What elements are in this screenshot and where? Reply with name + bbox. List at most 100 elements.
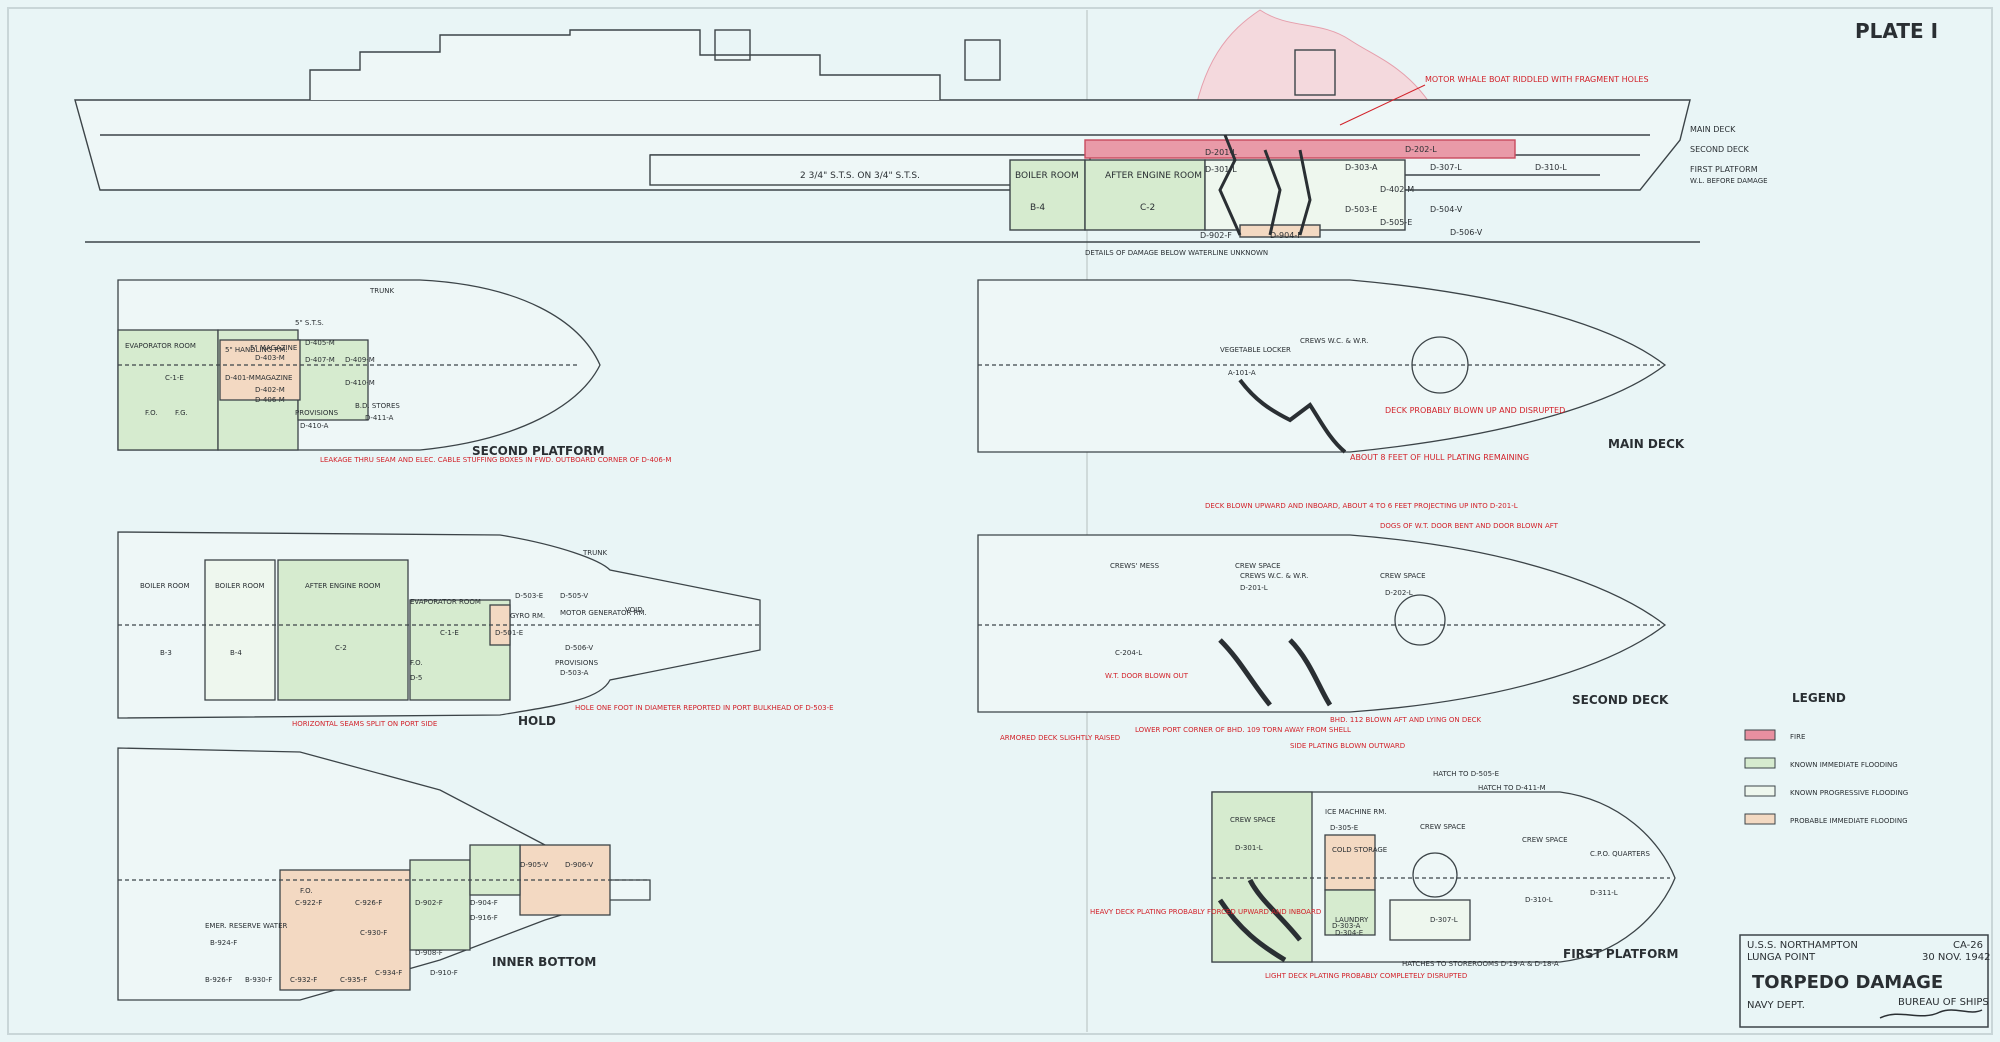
profile-label-d307: D-307-L [1430, 163, 1462, 172]
hold-label-fo: F.O. [410, 659, 423, 667]
fp-zone-cold [1324, 834, 1376, 891]
profile-label-d504: D-504-V [1430, 205, 1463, 214]
first-platform-plan [1211, 791, 1676, 963]
ib-label-c922: C-922-F [295, 899, 322, 907]
ib-label-fo: F.O. [300, 887, 313, 895]
profile-label-d202: D-202-L [1405, 145, 1437, 154]
hold-label-boiler2: BOILER ROOM [215, 582, 265, 590]
sd-label-crew-space: CREW SPACE [1235, 562, 1281, 570]
sd-label-mess: CREWS' MESS [1110, 562, 1160, 570]
sp-label-d401: D-401-M [225, 374, 255, 382]
md-label-a101: A-101-A [1228, 369, 1256, 377]
sd-note-bhd112: BHD. 112 BLOWN AFT AND LYING ON DECK [1330, 716, 1482, 724]
fp-label-d304: D-304-E [1335, 929, 1363, 937]
sp-label-handling: 5" HANDLING RM. [225, 346, 288, 354]
legend: LEGEND FIRE KNOWN IMMEDIATE FLOODING KNO… [1744, 691, 1908, 825]
fp-zone-d307 [1389, 899, 1471, 941]
profile-label-engine: AFTER ENGINE ROOM [1105, 171, 1202, 181]
legend-swatch-probable [1744, 813, 1776, 825]
tb-date: 30 NOV. 1942 [1922, 952, 1990, 963]
hold-label-c1e: C-1-E [440, 629, 459, 637]
hold-label-d5: D-5 [410, 674, 422, 682]
fp-zone-d303 [1324, 889, 1376, 936]
legend-title: LEGEND [1792, 691, 1846, 705]
second-deck-plan [977, 534, 1667, 713]
hold-label-b3: B-3 [160, 649, 172, 657]
sp-label-magazine5: 5" MAGAZINE [250, 344, 297, 352]
sd-note-dogs: DOGS OF W.T. DOOR BENT AND DOOR BLOWN AF… [1380, 522, 1559, 530]
sp-zone-probable [219, 339, 301, 401]
sp-label-d406: D-406-M [255, 396, 285, 404]
sd-label-c204: C-204-L [1115, 649, 1142, 657]
profile-label-b4: B-4 [1030, 203, 1045, 213]
sp-label-evaporator: EVAPORATOR ROOM [125, 342, 196, 350]
ib-zone-flood [409, 859, 471, 951]
hold-label-d503a: D-503-A [560, 669, 589, 677]
fp-label-d303: D-303-A [1332, 922, 1361, 930]
main-deck-plan [977, 279, 1667, 454]
sp-label-sts: 5" S.T.S. [295, 319, 324, 327]
hold-label-d503: D-503-E [515, 592, 543, 600]
ib-label-d906: D-906-V [565, 861, 593, 869]
leader-whale-boat [1339, 84, 1426, 126]
hold-note-seams: HORIZONTAL SEAMS SPLIT ON PORT SIDE [292, 720, 437, 728]
ib-label-c926: C-926-F [355, 899, 382, 907]
fp-label-d301: D-301-L [1235, 844, 1263, 852]
tb-dept: NAVY DEPT. [1747, 1000, 1805, 1011]
hold-zone-engine [277, 559, 409, 701]
sp-label-d407: D-407-M [305, 356, 335, 364]
profile-label-boiler: BOILER ROOM [1015, 171, 1079, 181]
tb-title: TORPEDO DAMAGE [1752, 972, 1943, 993]
ib-label-emer: EMER. RESERVE WATER [205, 922, 288, 930]
ib-zone-probable-a [279, 869, 411, 991]
hold-note-hole: HOLE ONE FOOT IN DIAMETER REPORTED IN PO… [575, 704, 834, 712]
hold-label-evap: EVAPORATOR ROOM [410, 598, 481, 606]
sd-note-lower-port: LOWER PORT CORNER OF BHD. 109 TORN AWAY … [1135, 726, 1351, 734]
sd-label-d201: D-201-L [1240, 584, 1268, 592]
legend-label-immediate: KNOWN IMMEDIATE FLOODING [1790, 761, 1898, 769]
superstructure [309, 29, 941, 100]
hold-title: HOLD [518, 714, 556, 728]
hold-zone-probable [489, 604, 511, 646]
fp-label-crew-space: CREW SPACE [1230, 816, 1276, 824]
inner-bottom-title: INNER BOTTOM [492, 955, 596, 969]
aft-turret [1294, 49, 1336, 96]
sp-label-d410: D-410-M [345, 379, 375, 387]
legend-label-probable: PROBABLE IMMEDIATE FLOODING [1790, 817, 1908, 825]
profile-label-d301: D-301-L [1205, 165, 1237, 174]
sp-label-d410a: D-410-A [300, 422, 329, 430]
sp-label-d403: D-403-M [255, 354, 285, 362]
sp-note-leakage: LEAKAGE THRU SEAM AND ELEC. CABLE STUFFI… [320, 456, 671, 464]
profile-label-d505: D-505-E [1380, 218, 1412, 227]
sd-label-d202: D-202-L [1385, 589, 1413, 597]
md-note-deck-blown: DECK PROBABLY BLOWN UP AND DISRUPTED [1385, 406, 1565, 415]
main-deck-outline [977, 279, 1667, 453]
fp-trunk-circle [1412, 852, 1458, 898]
ib-zone-flood-b [469, 844, 521, 896]
second-platform-plan [117, 279, 601, 451]
legend-label-fire: FIRE [1790, 733, 1805, 741]
sheet-border [7, 7, 1993, 1035]
fp-label-d305: D-305-E [1330, 824, 1358, 832]
ib-label-c935: C-935-F [340, 976, 367, 984]
sd-note-deck-blown: DECK BLOWN UPWARD AND INBOARD, ABOUT 4 T… [1205, 502, 1518, 510]
main-deck-title: MAIN DECK [1608, 437, 1685, 451]
sd-damage [1218, 638, 1333, 707]
fp-label-d307: D-307-L [1430, 916, 1458, 924]
profile-label-sts: 2 3/4" S.T.S. ON 3/4" S.T.S. [800, 171, 920, 181]
md-note-plating: ABOUT 8 FEET OF HULL PLATING REMAINING [1350, 453, 1529, 462]
sd-label-crew-space-2: CREW SPACE [1380, 572, 1426, 580]
deck-label-first-platform: FIRST PLATFORM [1690, 165, 1758, 174]
fp-damage [1217, 878, 1302, 963]
hold-label-motor-gen: MOTOR GENERATOR RM. [560, 609, 647, 617]
fp-label-cold: COLD STORAGE [1332, 846, 1387, 854]
hold-label-d506: D-506-V [565, 644, 593, 652]
fp-note-hatch-505: HATCH TO D-505-E [1433, 770, 1499, 778]
damage-rupture [1218, 134, 1312, 236]
tb-bureau: BUREAU OF SHIPS [1898, 997, 1989, 1008]
md-turret [1411, 336, 1469, 394]
sd-note-side-plating: SIDE PLATING BLOWN OUTWARD [1290, 742, 1405, 750]
sp-label-d411: D-411-A [365, 414, 394, 422]
note-whale-boat: MOTOR WHALE BOAT RIDDLED WITH FRAGMENT H… [1425, 75, 1649, 84]
